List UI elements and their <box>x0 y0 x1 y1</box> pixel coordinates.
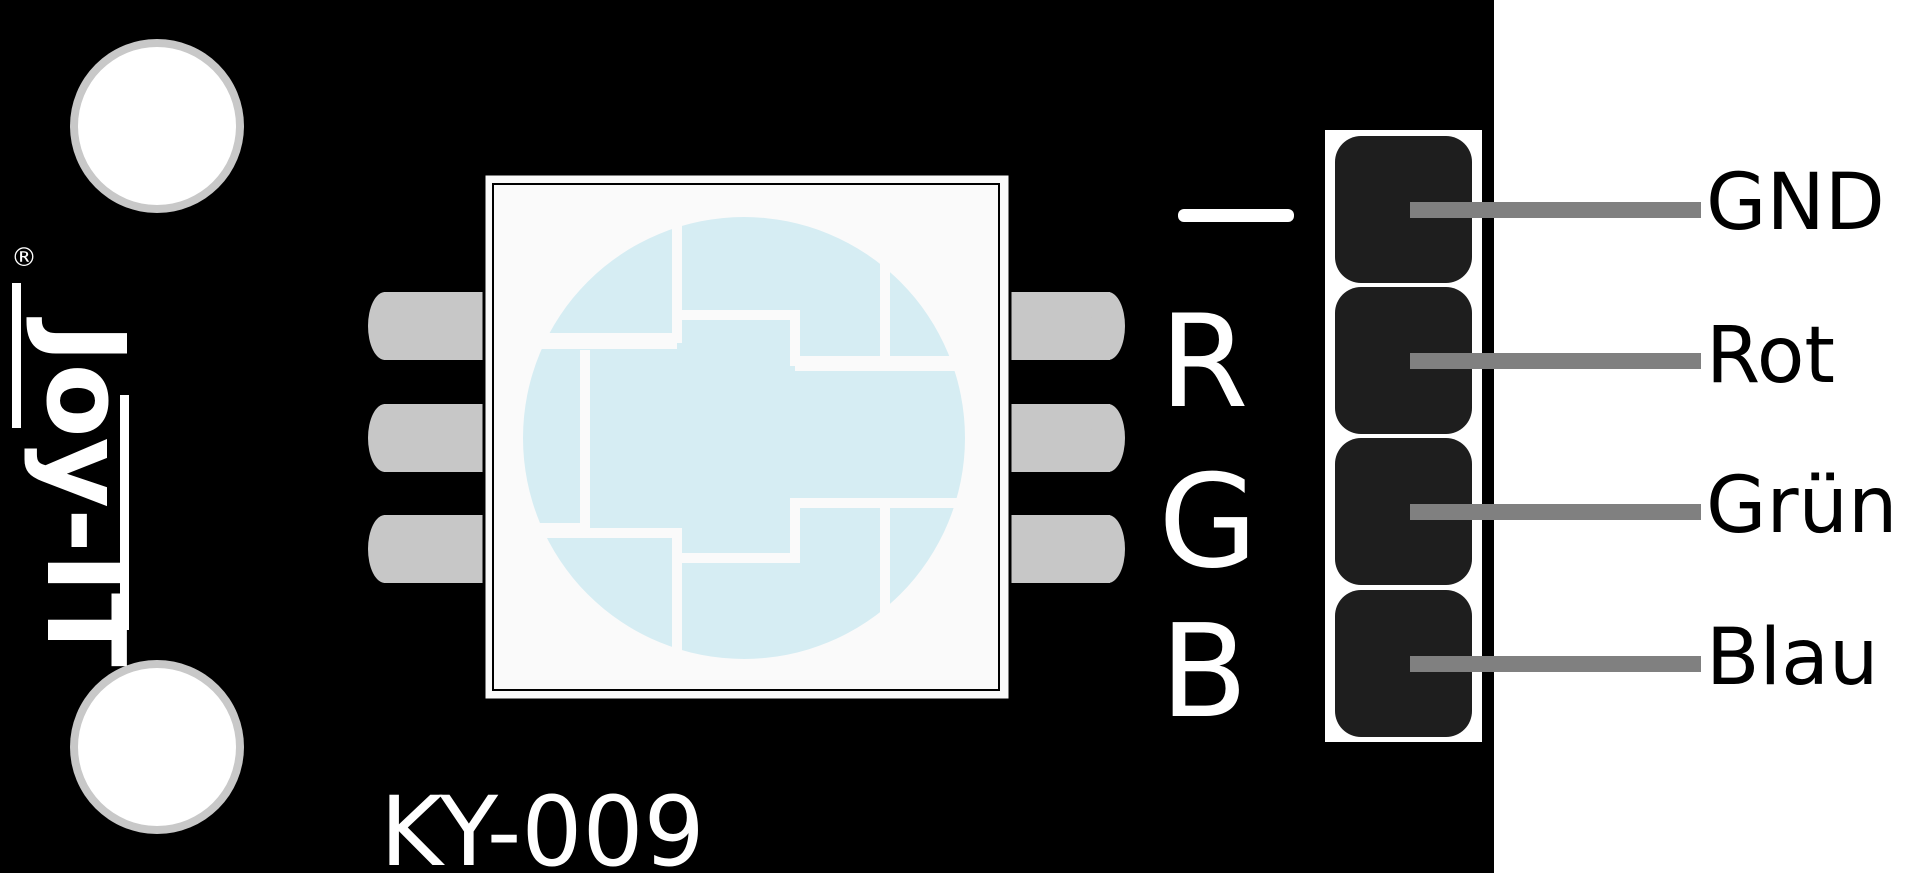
pin-line-gnd <box>1410 202 1701 218</box>
led-leg-left-1 <box>368 292 494 360</box>
pin-blau <box>1335 590 1472 737</box>
pin-label-blau: Blau <box>1706 613 1878 703</box>
led-housing <box>482 172 1012 702</box>
pin-line-blau <box>1410 656 1701 672</box>
led-leg-left-2 <box>368 404 494 472</box>
led-leg-right-3 <box>1000 515 1125 583</box>
pin-label-gnd: GND <box>1706 158 1885 248</box>
pin-gruen <box>1335 438 1472 585</box>
pin-rot <box>1335 287 1472 434</box>
pin-label-gruen: Grün <box>1706 461 1897 551</box>
led-lens <box>523 217 965 659</box>
silkscreen-letter-b: B <box>1160 598 1248 747</box>
registered-mark: ® <box>11 243 37 273</box>
brand-logo: ® Joy-IT <box>11 243 147 667</box>
silkscreen-letter-g: G <box>1158 448 1257 597</box>
pin-line-gruen <box>1410 504 1701 520</box>
pin-gnd <box>1335 136 1472 283</box>
led-leg-right-2 <box>1000 404 1125 472</box>
pin-label-rot: Rot <box>1706 311 1835 401</box>
mount-hole-bottom <box>70 660 244 834</box>
silkscreen-minus <box>1178 209 1294 222</box>
mount-hole-top <box>70 39 244 213</box>
led-leg-left-3 <box>368 515 494 583</box>
silkscreen-letter-r: R <box>1160 288 1249 437</box>
module-name: KY-009 <box>380 776 705 873</box>
led-leg-right-1 <box>1000 292 1125 360</box>
brand-logo-text: Joy-IT <box>22 316 147 667</box>
pin-line-rot <box>1410 353 1701 369</box>
